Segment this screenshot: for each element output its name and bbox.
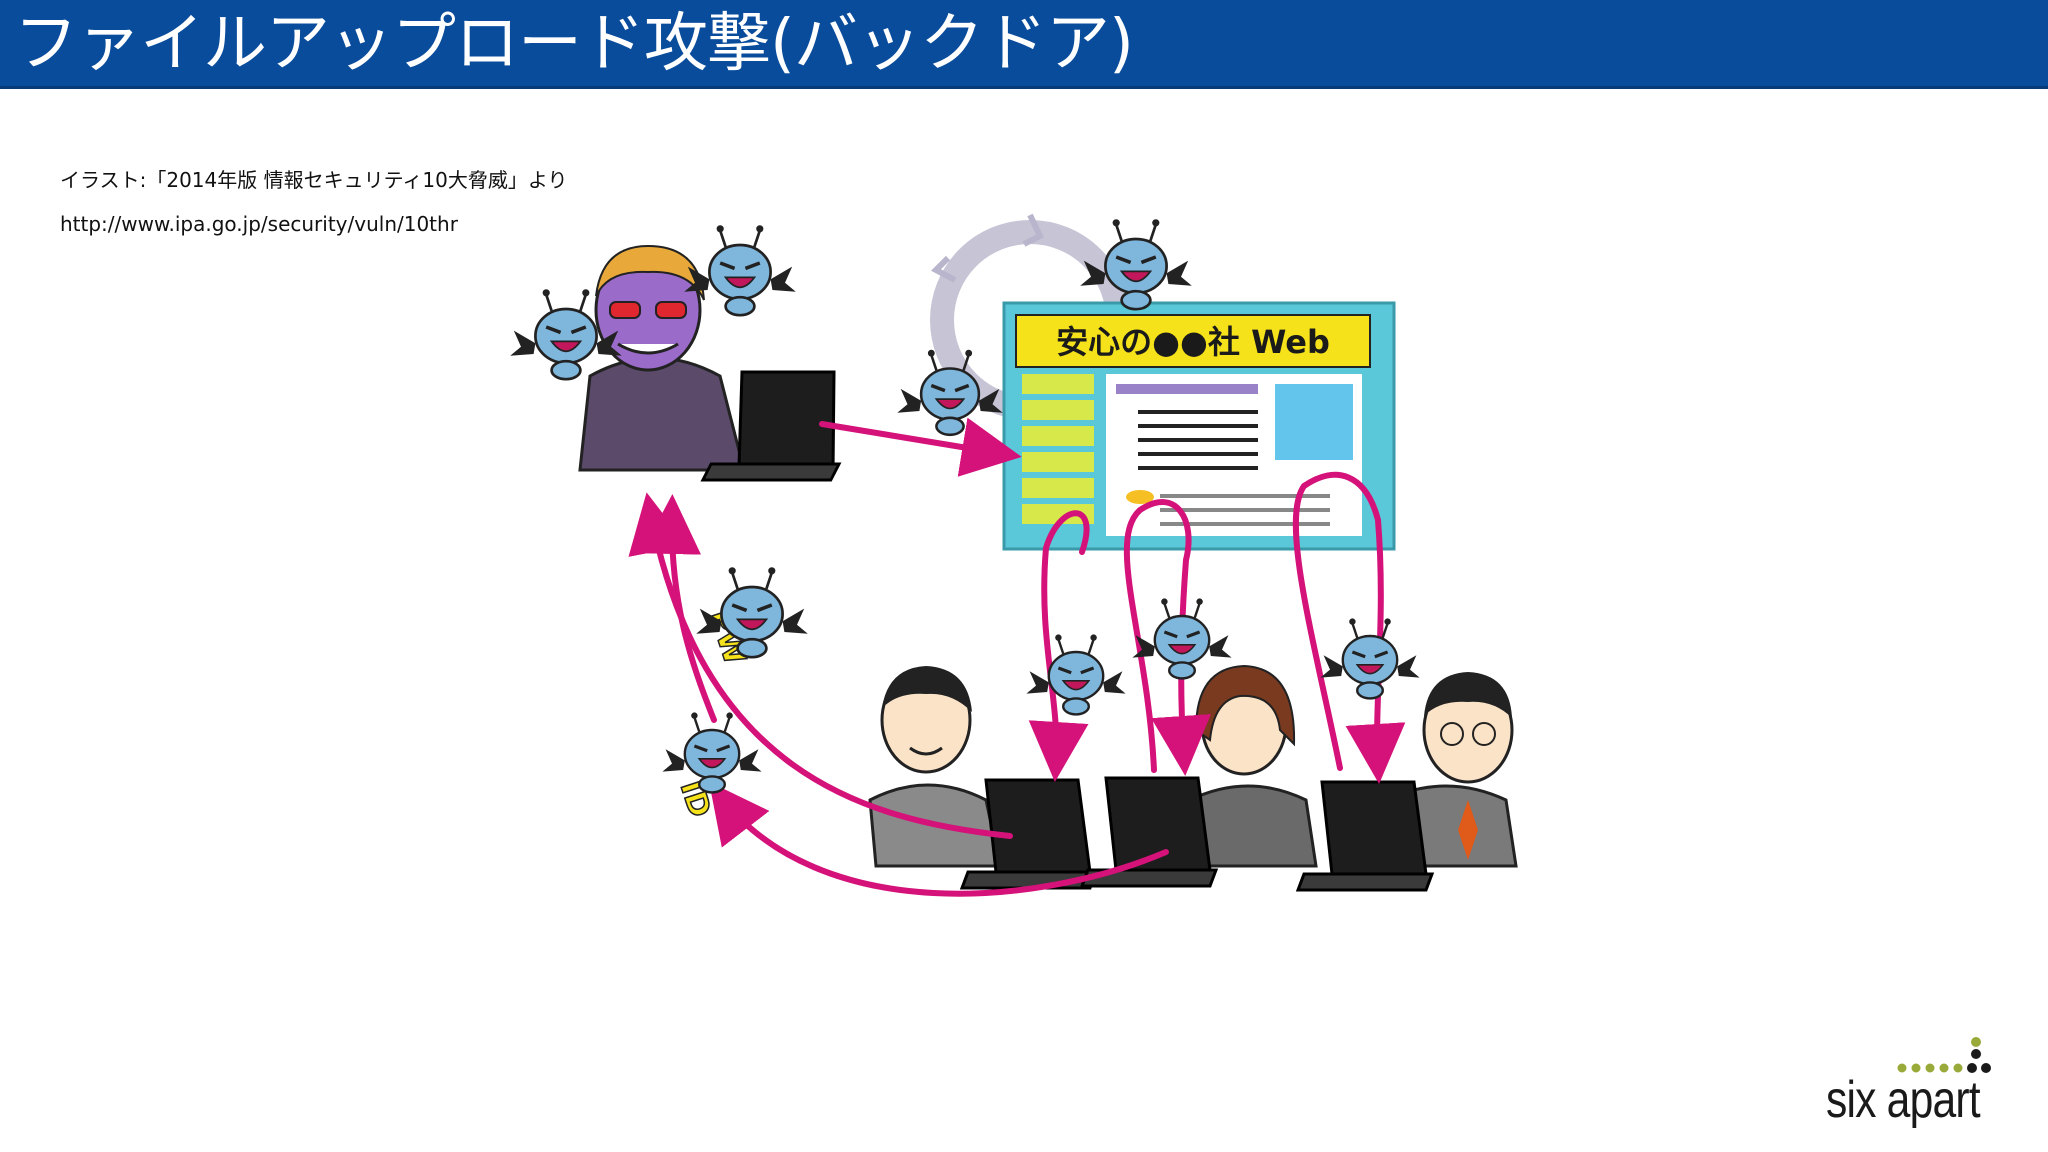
six-apart-logo: six apart	[1826, 1071, 1981, 1129]
hacker-figure	[578, 244, 854, 482]
malware-monster	[1024, 632, 1128, 717]
arrow-id-theft	[709, 781, 1169, 897]
arrow-site-to-worker-1	[1028, 510, 1090, 782]
office-worker-2	[1080, 664, 1318, 888]
title-bar: ファイルアップロード攻撃(バックドア)	[0, 0, 2048, 89]
arrow-hacker-to-site	[819, 417, 1022, 477]
six-apart-logo-dots	[1897, 1037, 1991, 1073]
website-banner-text: 安心の●●社 Web	[1056, 323, 1330, 361]
website-banner	[1015, 314, 1371, 368]
source-url: http://www.ipa.go.jp/security/vuln/10thr	[60, 212, 458, 236]
slide-title: ファイルアップロード攻撃(バックドア)	[14, 7, 1134, 81]
office-worker-1	[868, 666, 1098, 890]
arrow-password-theft	[641, 494, 717, 723]
office-worker-3	[1296, 672, 1518, 892]
malware-monster	[1318, 616, 1422, 701]
website-illustration: 安心の●●社 Web	[930, 213, 1396, 551]
illustration-credit: イラスト:「2014年版 情報セキュリティ10大脅威」より	[60, 168, 568, 192]
attack-flow-arrows	[628, 417, 1406, 897]
